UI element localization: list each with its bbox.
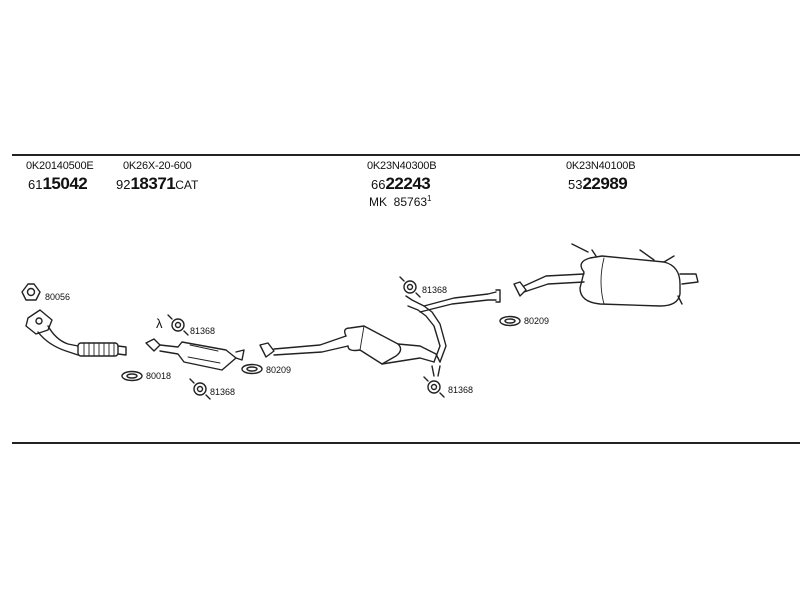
mounting-81368-icon[interactable] [189, 378, 211, 400]
oe-number-middle-silencer: 0K23N40300B [367, 160, 437, 172]
gasket-80056-icon[interactable] [21, 283, 41, 301]
lambda-sensor-symbol: λ [156, 316, 163, 331]
callout-gasket-80018: 80018 [146, 371, 171, 381]
article-main: 22243 [385, 174, 431, 193]
article-number-rear-silencer[interactable]: 5322989 [568, 174, 628, 194]
gasket-80209-icon[interactable] [499, 315, 521, 327]
mounting-81368-icon[interactable] [167, 314, 189, 336]
callout-mounting-81368: 81368 [190, 326, 215, 336]
article-prefix: 92 [116, 177, 131, 192]
alt-brand: MK [369, 195, 387, 209]
article-number-middle-silencer[interactable]: 6622243 [371, 174, 431, 194]
downpipe-part[interactable] [25, 309, 127, 357]
alt-article-middle-silencer[interactable]: MK 857631 [369, 194, 432, 209]
top-divider [12, 154, 800, 156]
callout-gasket-80056: 80056 [45, 292, 70, 302]
callout-mounting-81368: 81368 [422, 285, 447, 295]
callout-mounting-81368: 81368 [448, 385, 473, 395]
middle-silencer-part[interactable] [259, 289, 501, 377]
catalytic-converter-part[interactable] [145, 338, 245, 371]
article-main: 18371 [130, 174, 176, 193]
article-number-catalyst[interactable]: 9218371CAT [116, 174, 198, 194]
oe-number-downpipe: 0K20140500E [26, 160, 94, 172]
gasket-80209-icon[interactable] [241, 363, 263, 375]
article-main: 15042 [42, 174, 88, 193]
mounting-81368-icon[interactable] [423, 376, 445, 398]
article-prefix: 53 [568, 177, 583, 192]
oe-number-rear-silencer: 0K23N40100B [566, 160, 636, 172]
bottom-divider [12, 442, 800, 444]
article-number-downpipe[interactable]: 6115042 [28, 174, 88, 194]
gasket-80018-icon[interactable] [121, 370, 143, 382]
article-prefix: 66 [371, 177, 386, 192]
article-suffix: CAT [175, 178, 199, 192]
article-main: 22989 [582, 174, 628, 193]
alt-number: 85763 [393, 195, 428, 209]
callout-gasket-80209: 80209 [524, 316, 549, 326]
alt-footnote: 1 [427, 194, 432, 203]
callout-gasket-80209: 80209 [266, 365, 291, 375]
article-prefix: 61 [28, 177, 43, 192]
callout-mounting-81368: 81368 [210, 387, 235, 397]
rear-silencer-part[interactable] [513, 243, 699, 307]
mounting-81368-icon[interactable] [399, 276, 421, 298]
oe-number-catalyst: 0K26X-20-600 [123, 160, 192, 172]
